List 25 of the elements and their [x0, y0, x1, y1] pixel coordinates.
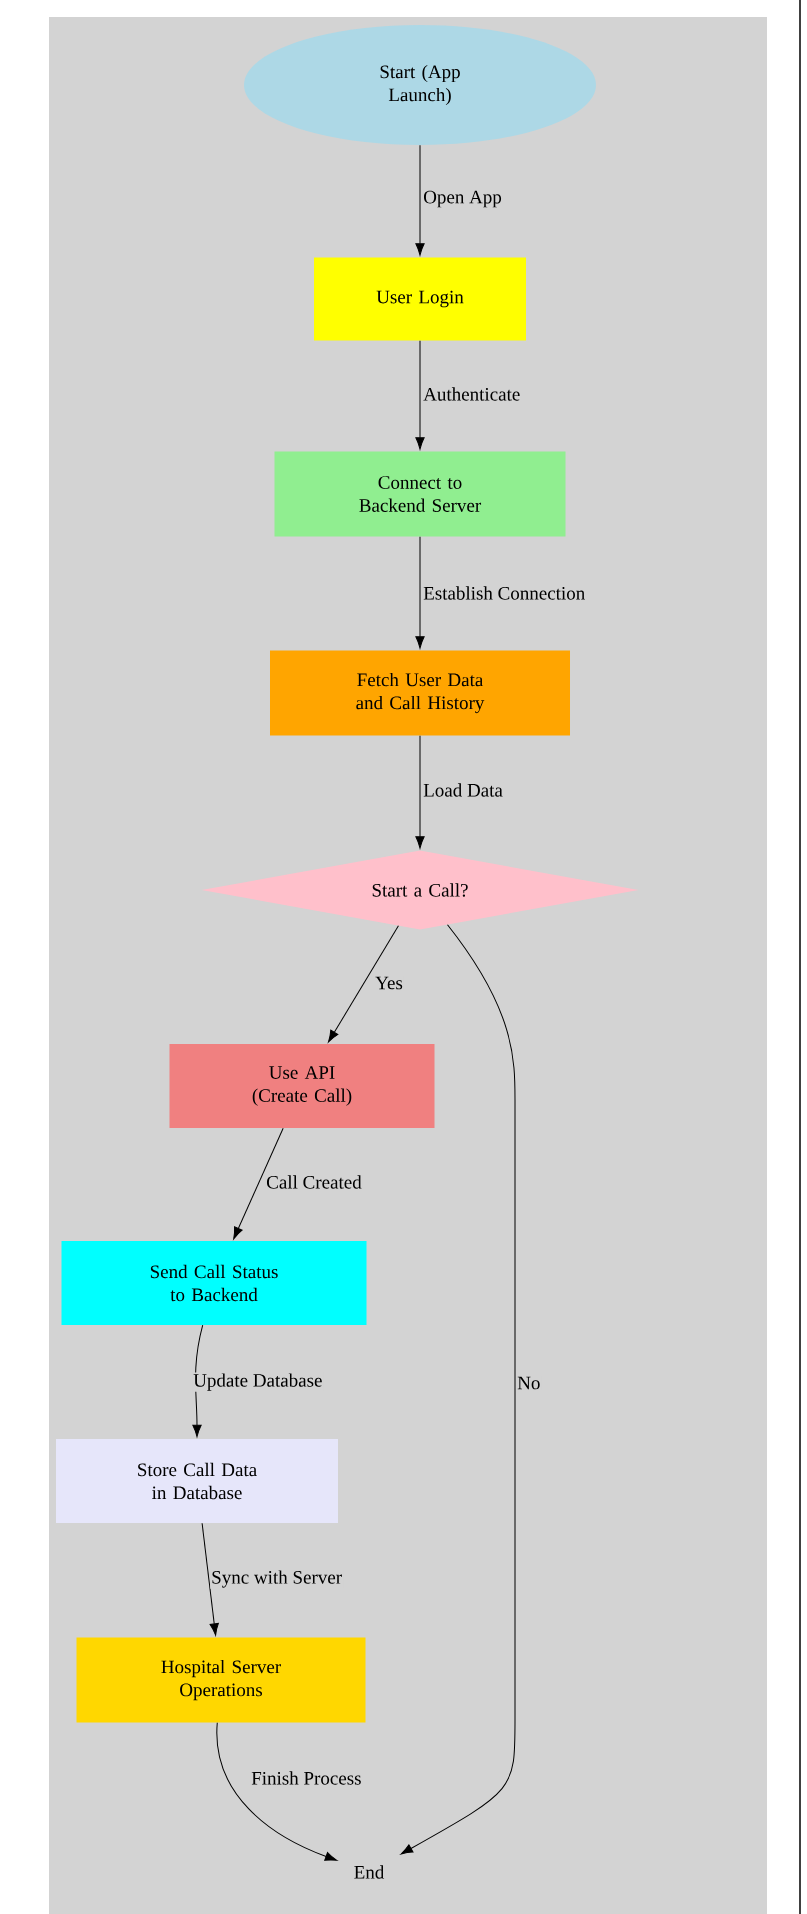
edge-label: Update Database [192, 1372, 324, 1392]
edge-label: Load Data [422, 782, 504, 798]
arrow [328, 925, 399, 1043]
arrow [201, 1522, 219, 1636]
process-box: Fetch User Data and Call History [270, 650, 570, 736]
edge-label: Establish Connection [422, 585, 587, 601]
edge-label: Sync with Server [210, 1569, 344, 1589]
arrow [415, 340, 425, 450]
arrow [415, 144, 425, 256]
process-box: User Login [314, 257, 526, 341]
arrow [415, 735, 425, 849]
edge-label: Finish Process [250, 1770, 363, 1786]
arrow [216, 1722, 338, 1861]
process-box: Send Call Status to Backend [61, 1241, 367, 1325]
arrow [192, 1324, 204, 1438]
process-box: Store Call Data in Database [56, 1439, 338, 1523]
edge-label: Authenticate [422, 386, 522, 402]
process-box: Hospital Server Operations [76, 1637, 366, 1723]
arrow [233, 1127, 284, 1240]
end-label: End [354, 1865, 385, 1879]
process-box: Use API (Create Call) [169, 1044, 435, 1128]
arrow [415, 536, 425, 649]
arrow [400, 924, 516, 1855]
edge-label: Call Created [265, 1174, 363, 1190]
process-box: Connect to Backend Server [274, 451, 566, 537]
